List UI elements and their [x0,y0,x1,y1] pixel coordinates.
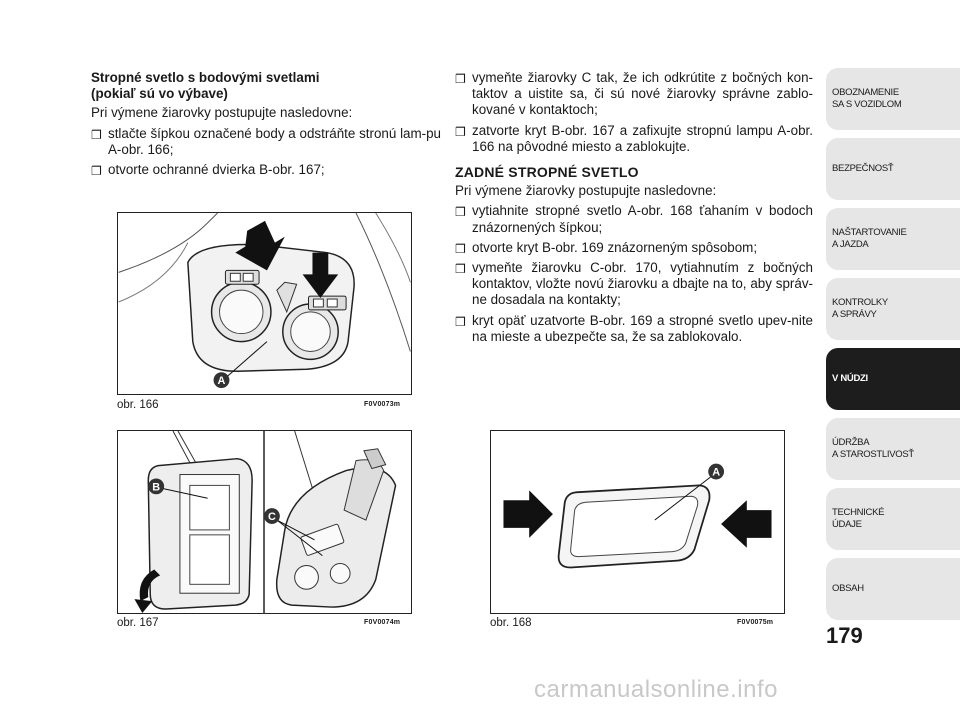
checkbox-bullet-icon: ❒ [455,205,466,220]
checkbox-bullet-icon: ❒ [91,127,102,142]
checkbox-bullet-icon: ❒ [91,164,102,179]
list-item-text: vymeňte žiarovku C-obr. 170, vytiahnutím… [472,260,813,308]
list-item-text: zatvorte kryt B-obr. 167 a zafixujte str… [472,122,813,154]
tab-obsah[interactable]: OBSAH [826,558,960,620]
figure-code: F0V0074m [364,619,401,626]
figure-168-rear-lamp: A [490,430,785,614]
list-item: ❒ stlačte šípkou označené body a odstráňt… [91,126,441,158]
checkbox-bullet-icon: ❒ [455,124,466,139]
list-item: ❒ zatvorte kryt B-obr. 167 a zafixujte st… [455,123,813,155]
list-item: ❒ kryt opäť uzatvorte B-obr. 169 a stropn… [455,313,813,345]
list-item-text: vymeňte žiarovky C tak, že ich odkrútite… [472,70,813,118]
figure-code: F0V0075m [737,619,774,626]
lamp-cover-illustration: B C [134,431,397,613]
figure-code: F0V0073m [364,401,401,408]
list-item-text: stlačte šípkou označené body a odstráňte… [108,125,441,157]
page-number: 179 [826,623,863,648]
tab-kontrolky[interactable]: KONTROLKY A SPRÁVY [826,278,960,340]
callout-label-b: B [152,481,160,493]
checkbox-bullet-icon: ❒ [455,241,466,256]
list-item: ❒ vytiahnite stropné svetlo A-obr. 168 ťa… [455,203,813,235]
tab-label: TECHNICKÉ ÚDAJE [832,507,885,530]
tab-bezpecnost[interactable]: BEZPEČNOSŤ [826,138,960,200]
tab-label: OBOZNAMENIE SA S VOZIDLOM [832,87,902,110]
ceiling-lamp-illustration: A [118,213,411,389]
list-item-text: kryt opäť uzatvorte B-obr. 169 a stropné… [472,312,813,344]
tab-label: OBSAH [832,583,864,594]
tab-label: BEZPEČNOSŤ [832,163,894,174]
list-item-text: otvorte kryt B-obr. 169 znázorneným spôs… [472,239,758,255]
right-column: ❒ vymeňte žiarovky C tak, že ich odkrútit… [455,70,813,345]
section-title: ZADNÉ STROPNÉ SVETLO [455,164,639,181]
figure-167-lamp-cover: B C [117,430,412,614]
intro-text: Pri výmene žiarovky postupujte nasledovn… [91,105,353,121]
list-item: ❒ vymeňte žiarovku C-obr. 170, vytiahnutí… [455,260,813,309]
tab-v-nudzi[interactable]: V NÚDZI [826,348,960,410]
tab-label: NAŠTARTOVANIE A JAZDA [832,227,907,250]
callout-label-a: A [712,467,720,479]
list-item-text: otvorte ochranné dvierka B-obr. 167; [108,162,325,178]
figure-caption: obr. 166 [117,399,159,411]
chapter-tabs: OBOZNAMENIE SA S VOZIDLOM BEZPEČNOSŤ NAŠ… [826,68,960,628]
figure-caption: obr. 167 [117,617,159,629]
tab-label: ÚDRŽBA A STAROSTLIVOSŤ [832,437,914,460]
checkbox-bullet-icon: ❒ [455,72,466,86]
tab-oboznamenie[interactable]: OBOZNAMENIE SA S VOZIDLOM [826,68,960,130]
figure-caption: obr. 168 [490,617,532,629]
tab-technicke-udaje[interactable]: TECHNICKÉ ÚDAJE [826,488,960,550]
checkbox-bullet-icon: ❒ [455,314,466,329]
list-item: ❒ otvorte kryt B-obr. 169 znázorneným spô… [455,240,813,256]
list-item-text: vytiahnite stropné svetlo A-obr. 168 ťah… [472,203,813,235]
checkbox-bullet-icon: ❒ [455,262,466,277]
intro-text: Pri výmene žiarovky postupujte nasledovn… [455,183,717,199]
list-item: ❒ otvorte ochranné dvierka B-obr. 167; [91,162,441,178]
watermark: carmanualsonline.info [534,676,778,703]
callout-label-a: A [218,375,226,387]
tab-label: KONTROLKY A SPRÁVY [832,297,888,320]
tab-udrzba[interactable]: ÚDRŽBA A STAROSTLIVOSŤ [826,418,960,480]
left-column: Stropné svetlo s bodovými svetlami (poki… [91,70,441,178]
section-heading: Stropné svetlo s bodovými svetlami [91,70,320,85]
figure-166-ceiling-lamp: A [117,212,412,395]
list-item: ❒ vymeňte žiarovky C tak, že ich odkrútit… [455,70,813,119]
rear-lamp-illustration: A [503,463,772,569]
tab-nastartovanie[interactable]: NAŠTARTOVANIE A JAZDA [826,208,960,270]
tab-label: V NÚDZI [832,373,868,384]
section-heading-sub: (pokiaľ sú vo výbave) [91,86,228,102]
callout-label-c: C [268,511,276,523]
